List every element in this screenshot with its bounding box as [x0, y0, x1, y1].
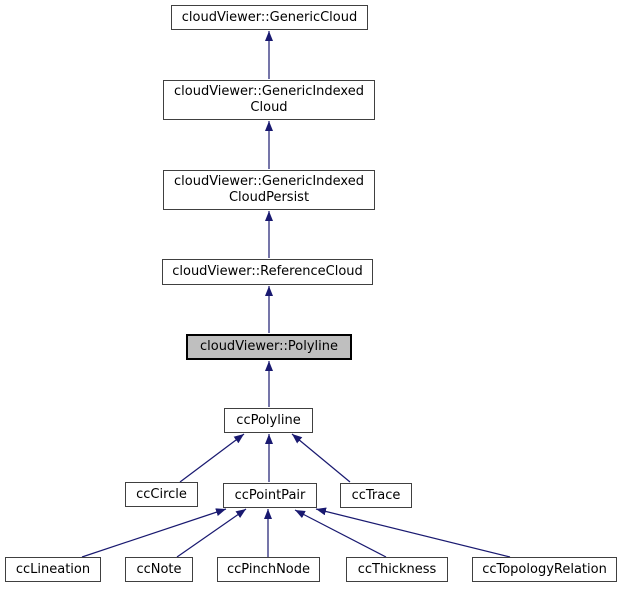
edge-cctrace-to-ccpolyline — [291, 433, 351, 483]
edge-cctopologyrelation-to-ccpointpair — [315, 507, 511, 558]
edge-ccnote-to-ccpointpair — [176, 508, 247, 558]
edge-cclineation-to-ccpointpair — [81, 508, 227, 558]
node-cctrace[interactable]: ccTrace — [340, 483, 412, 508]
node-ccnote[interactable]: ccNote — [125, 557, 193, 582]
node-cctopologyrelation[interactable]: ccTopologyRelation — [472, 557, 617, 582]
edge-cccircle-to-ccpolyline — [179, 433, 245, 483]
node-cloudviewer-polyline: cloudViewer::Polyline — [186, 334, 352, 360]
node-ccpointpair[interactable]: ccPointPair — [223, 483, 317, 508]
node-cloudviewer-genericindexedcloudpersist[interactable]: cloudViewer::GenericIndexed CloudPersist — [163, 170, 375, 210]
node-ccpinchnode[interactable]: ccPinchNode — [217, 557, 320, 582]
node-cloudviewer-genericindexedcloud[interactable]: cloudViewer::GenericIndexed Cloud — [163, 80, 375, 120]
node-cccircle[interactable]: ccCircle — [125, 482, 198, 507]
node-ccthickness[interactable]: ccThickness — [346, 557, 448, 582]
node-ccpolyline[interactable]: ccPolyline — [224, 408, 313, 433]
node-cloudviewer-referencecloud[interactable]: cloudViewer::ReferenceCloud — [162, 259, 373, 285]
node-cclineation[interactable]: ccLineation — [5, 557, 101, 582]
node-cloudviewer-genericcloud[interactable]: cloudViewer::GenericCloud — [171, 5, 368, 30]
edge-ccthickness-to-ccpointpair — [294, 509, 387, 558]
